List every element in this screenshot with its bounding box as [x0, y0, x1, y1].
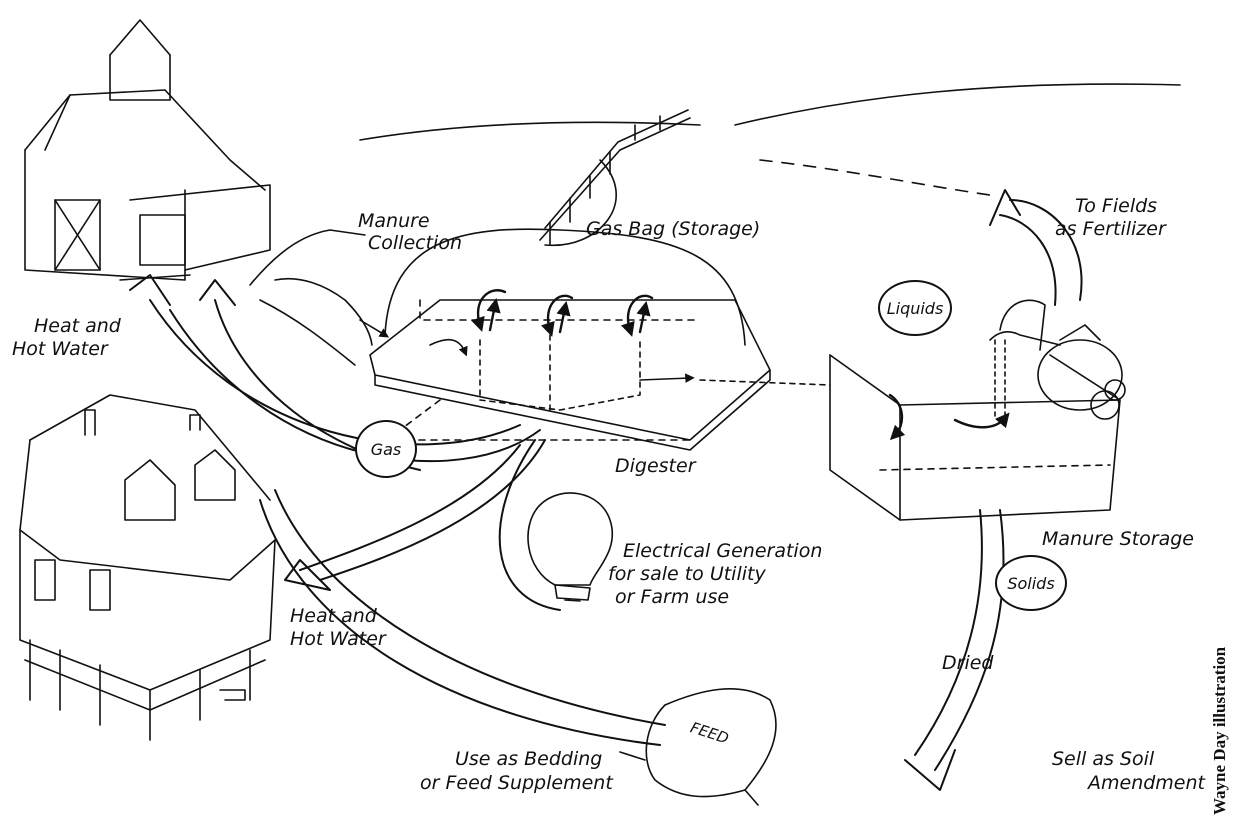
solids-badge: Solids: [995, 555, 1067, 611]
hot-water-house-label: Hot Water: [290, 628, 386, 650]
dried-label: Dried: [942, 652, 993, 674]
feed-supplement-label: or Feed Supplement: [420, 772, 613, 794]
sale-utility-label: for sale to Utility: [608, 563, 766, 585]
manure-storage-tank: [830, 340, 1120, 520]
gas-rise-arrows: [478, 290, 652, 332]
heat-house-label: Heat and: [290, 605, 377, 627]
house-drawing: [20, 395, 275, 740]
barn-drawing: [25, 20, 270, 280]
bedding-label: Use as Bedding: [455, 748, 602, 770]
fertilizer-label: as Fertilizer: [1055, 218, 1166, 240]
farm-use-label: or Farm use: [615, 586, 729, 608]
feed-bag-icon: [620, 689, 776, 805]
digester-label: Digester: [615, 455, 696, 477]
manure-storage-label: Manure Storage: [1042, 528, 1194, 550]
light-bulb-icon: [528, 493, 612, 601]
amendment-label: Amendment: [1088, 772, 1205, 794]
to-fields-label: To Fields: [1075, 195, 1157, 217]
gas-badge: Gas: [355, 420, 417, 478]
manure-collection-label-2: Collection: [368, 232, 462, 254]
manure-collection-label: Manure: [358, 210, 430, 232]
digester-tank: [370, 300, 830, 450]
flow-arrows: [130, 190, 1082, 790]
electrical-generation-label: Electrical Generation: [623, 540, 822, 562]
liquids-badge: Liquids: [878, 280, 952, 336]
heat-barn-label: Heat and: [34, 315, 121, 337]
gas-bag-label: Gas Bag (Storage): [586, 218, 760, 240]
sell-soil-label: Sell as Soil: [1052, 748, 1154, 770]
hot-water-barn-label: Hot Water: [12, 338, 108, 360]
illustration-credit: Wayne Day illustration: [1210, 647, 1230, 815]
